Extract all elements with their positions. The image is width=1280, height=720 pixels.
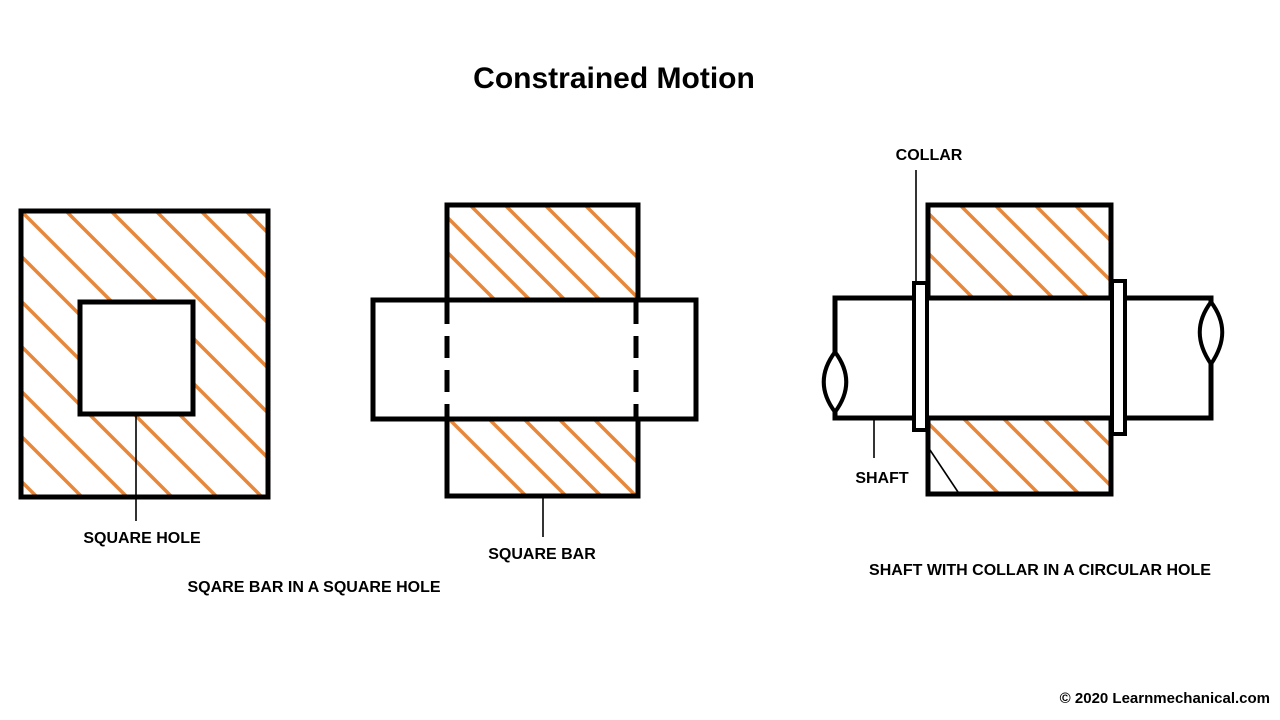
shaft-break-right [1197, 298, 1225, 368]
hatch-block-3-top [928, 205, 1111, 298]
block-2-top [444, 202, 641, 300]
block-3-top [925, 202, 1114, 298]
block-leader [929, 449, 959, 493]
square-bar [370, 297, 699, 422]
collar-left [912, 281, 929, 432]
block-3-bottom [925, 418, 1114, 497]
shaft-collar-figure: COLLAR SHAFT [821, 147, 1225, 497]
square-hole-label: SQUARE HOLE [83, 530, 201, 547]
hatch-block-2-top [447, 205, 638, 301]
collar-label: COLLAR [896, 147, 963, 164]
page-title: Constrained Motion [473, 62, 755, 95]
shaft [832, 295, 1214, 421]
square-hole-figure: SQUARE HOLE [18, 208, 271, 547]
square-hole [77, 299, 196, 417]
caption-shaft-collar: SHAFT WITH COLLAR IN A CIRCULAR HOLE [869, 562, 1211, 579]
hatch-block-2-bottom [447, 419, 638, 496]
copyright-text: © 2020 Learnmechanical.com [1060, 690, 1270, 707]
outer-block-1 [18, 208, 271, 500]
collar-right [1110, 279, 1127, 436]
hatch-block-1 [21, 211, 268, 497]
block-2-bottom [444, 419, 641, 499]
shaft-break-left [821, 348, 849, 416]
square-bar-label: SQUARE BAR [488, 546, 596, 563]
caption-square-bar: SQARE BAR IN A SQUARE HOLE [187, 579, 440, 596]
shaft-label: SHAFT [855, 470, 909, 487]
square-bar-figure: SQUARE BAR [370, 202, 699, 563]
